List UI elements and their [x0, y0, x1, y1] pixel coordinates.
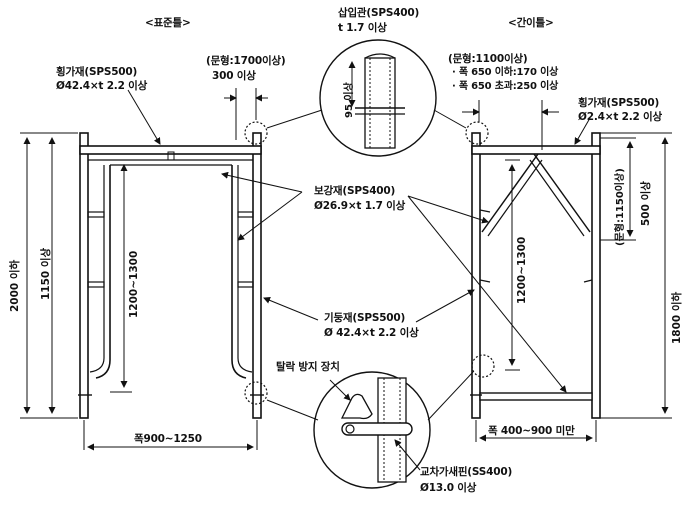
simple-gate-note: (문형:1100이상) — [448, 53, 528, 65]
simple-height-brace: 1200~1300 — [516, 236, 528, 304]
simple-width: 폭 400~900 미만 — [488, 425, 575, 437]
standard-frame-title: <표준틀> — [145, 17, 191, 29]
std-left-post — [79, 132, 89, 419]
simple-side-value: 500 이상 — [640, 181, 652, 226]
simple-frame-title: <간이틀> — [508, 17, 554, 29]
pin-label: 교차가새핀(SS400) — [420, 466, 513, 478]
brace-spec: Ø26.9×t 1.7 이상 — [314, 200, 406, 212]
simple-bullet-1: · 폭 650 이하:170 이상 — [452, 67, 559, 78]
std-gate-note: (문형:1700이상) — [206, 55, 286, 67]
leaders — [221, 171, 567, 393]
std-height-total: 2000 이하 — [9, 259, 21, 312]
std-right-post — [252, 132, 262, 419]
standard-frame — [78, 121, 268, 419]
insert-depth: 95 이상 — [344, 82, 355, 118]
simple-frame — [465, 121, 601, 419]
lock-pin-detail — [266, 371, 474, 489]
std-crossbar-spec: Ø42.4×t 2.2 이상 — [56, 80, 148, 92]
simple-side-note: (문형:1150이상) — [615, 168, 626, 246]
simple-bullet-2: · 폭 650 초과:250 이상 — [452, 81, 559, 92]
pin-spec: Ø13.0 이상 — [420, 482, 477, 494]
insert-pipe-detail — [266, 39, 467, 157]
simple-dimensions — [462, 100, 672, 442]
std-height-inner: 1150 이상 — [40, 247, 52, 300]
std-crossbar — [79, 145, 262, 155]
simple-crossbar-label: 횡가재(SPS500) — [578, 97, 660, 109]
std-gate-value: 300 이상 — [212, 70, 256, 82]
std-width: 폭900~1250 — [134, 433, 202, 445]
post-label: 기둥재(SPS500) — [324, 312, 406, 324]
brace-label: 보강재(SPS400) — [314, 185, 396, 197]
lock-device-label: 탈락 방지 장치 — [276, 361, 340, 373]
simple-right-post — [591, 132, 601, 419]
simple-crossbar-spec: Ø2.4×t 2.2 이상 — [578, 111, 662, 123]
post-spec: Ø 42.4×t 2.2 이상 — [324, 327, 419, 339]
standard-dimensions — [20, 88, 268, 451]
std-height-brace: 1200~1300 — [128, 250, 140, 318]
insert-pipe-label: 삽입관(SPS400) — [338, 7, 420, 19]
std-crossbar-label: 횡가재(SPS500) — [56, 66, 138, 78]
simple-height-total: 1800 이하 — [671, 291, 683, 344]
insert-pipe-spec: t 1.7 이상 — [338, 22, 387, 34]
simple-crossbar — [471, 145, 601, 155]
